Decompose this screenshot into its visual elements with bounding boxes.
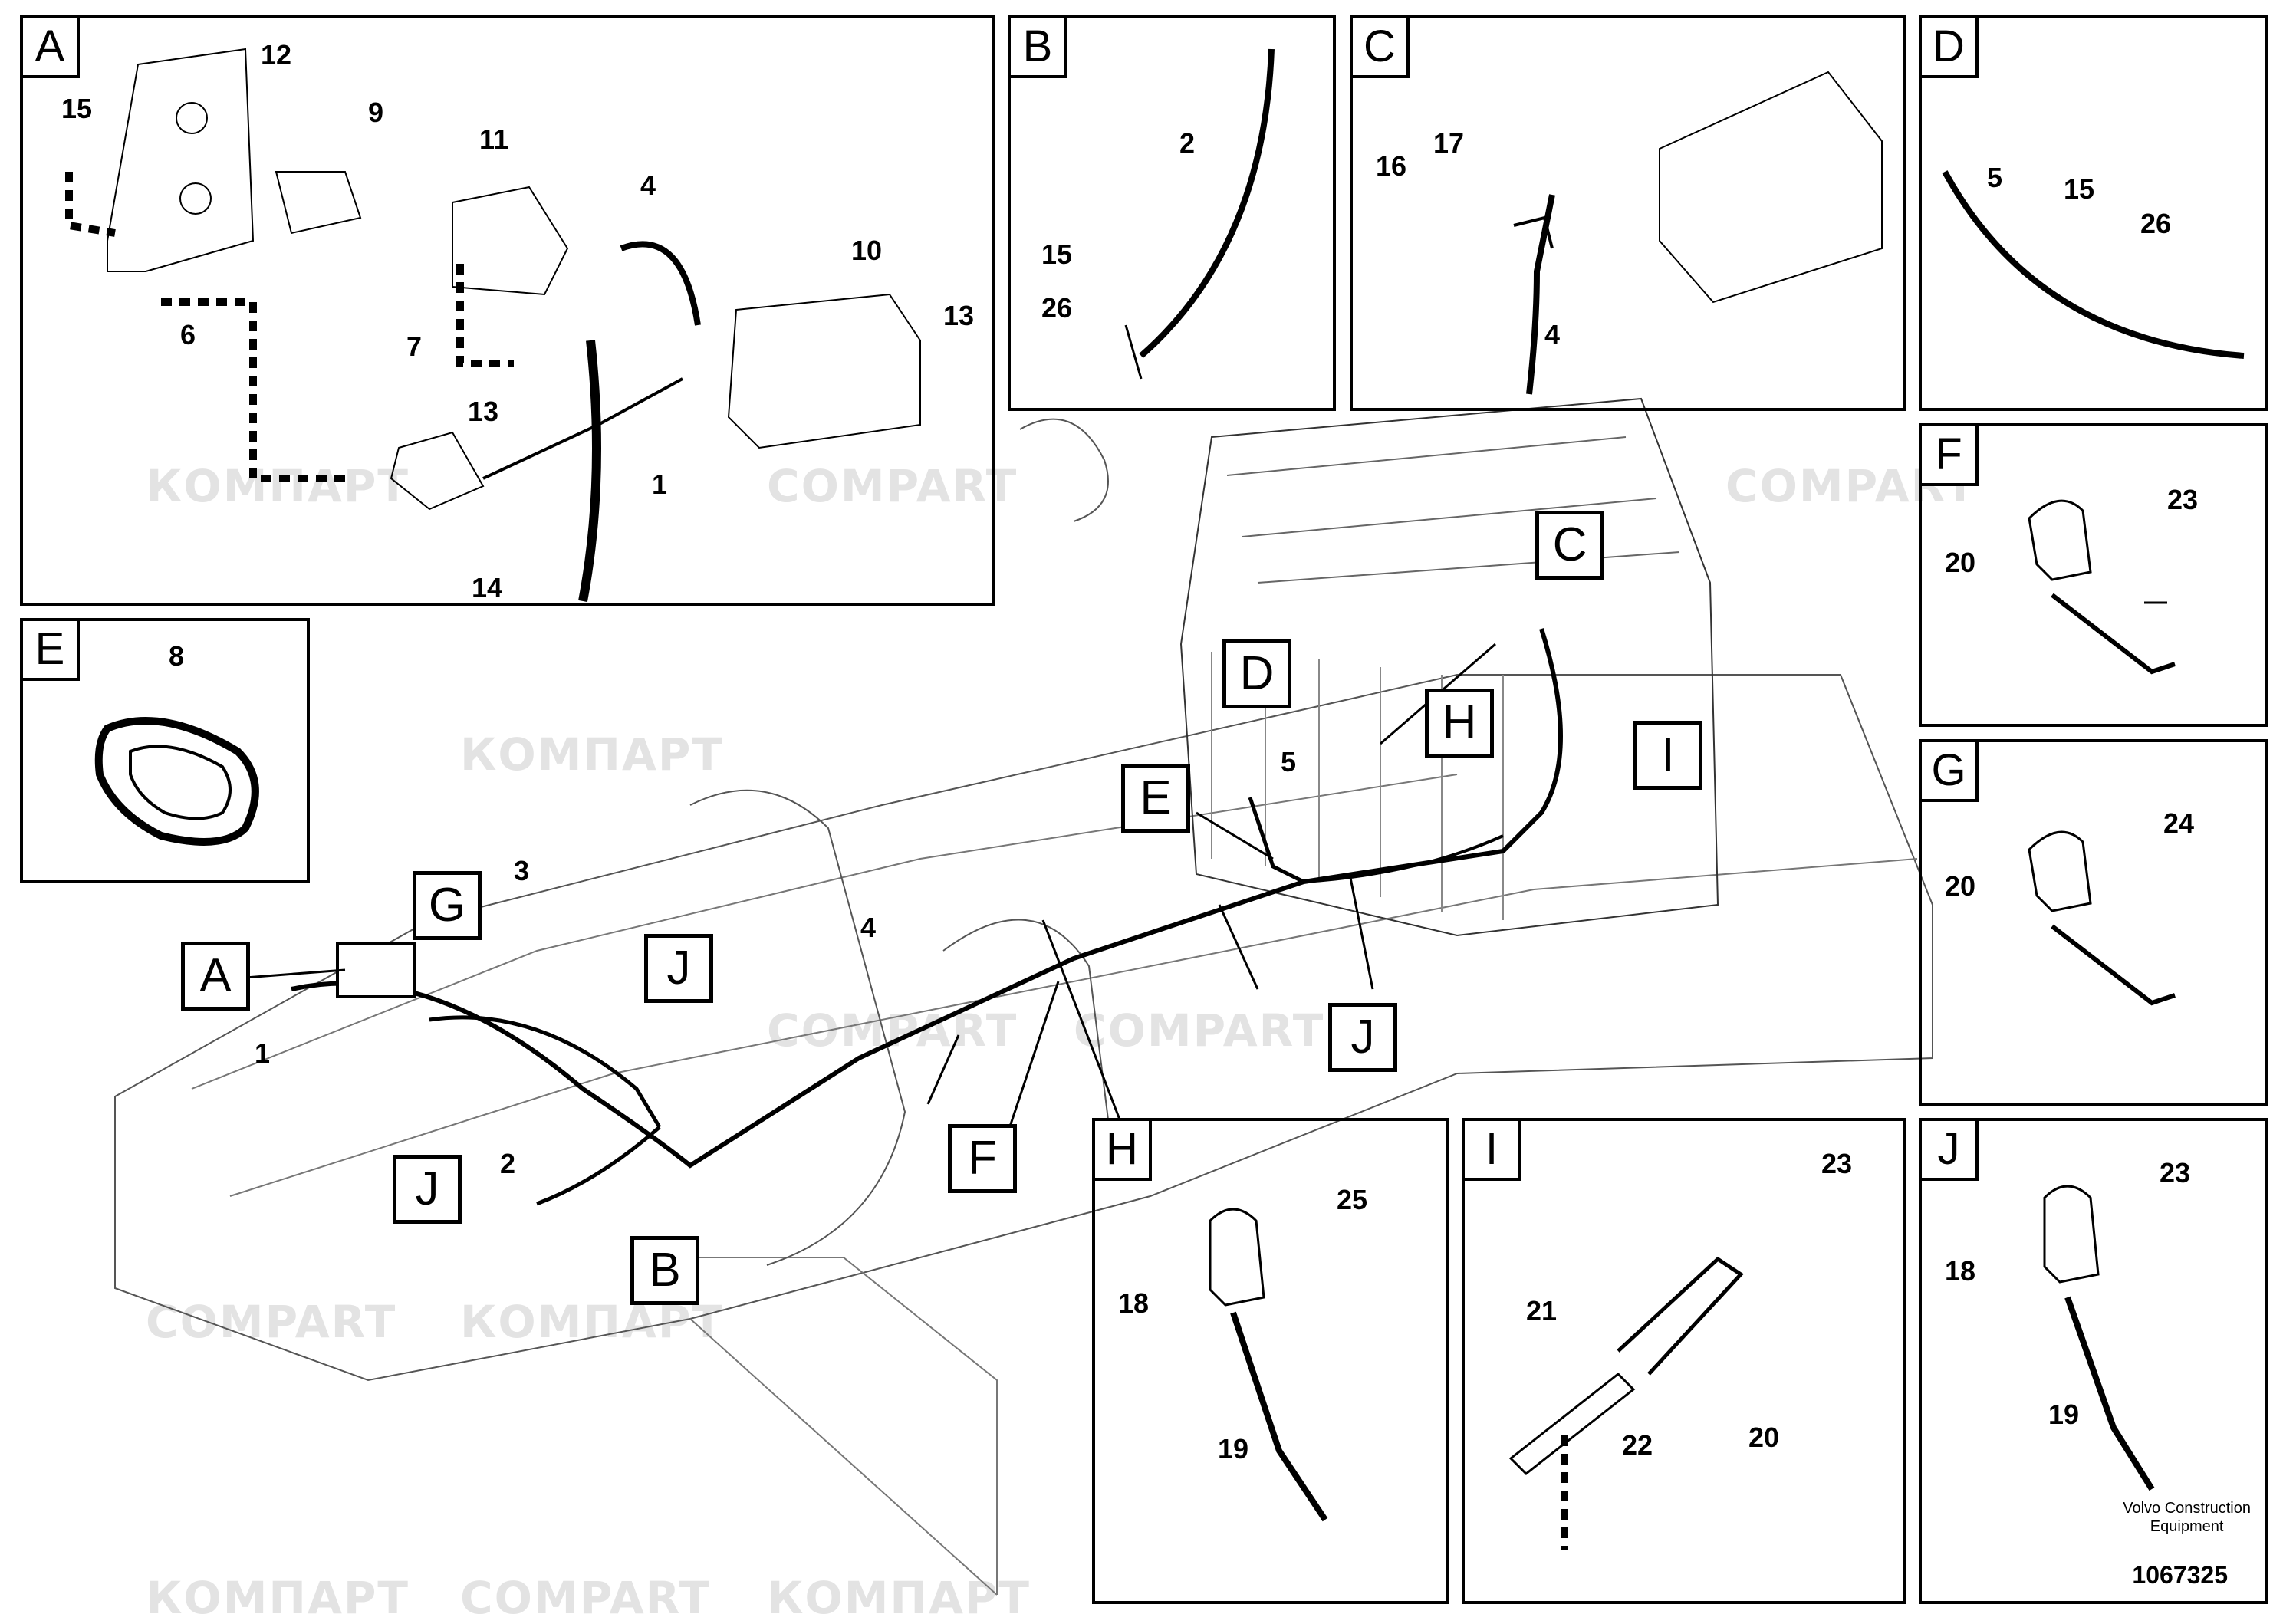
part-number: 4	[860, 912, 877, 943]
callout-d: D	[1222, 639, 1291, 708]
detail-panel-e: E 8	[20, 618, 310, 883]
part-number: 11	[479, 123, 509, 155]
part-number: 5	[1281, 746, 1297, 777]
detail-panel-a: A 15 12 9 11 4 10 13 6 7 13 1 14	[20, 15, 995, 606]
callout-j: J	[644, 934, 713, 1003]
panel-c-drawing	[1513, 71, 1883, 395]
part-number: 4	[640, 169, 656, 201]
panel-tag: F	[1919, 423, 1979, 486]
callout-h: H	[1425, 689, 1494, 758]
detail-panel-i: I 23 21 20 22	[1462, 1118, 1906, 1604]
part-number: 19	[2048, 1399, 2080, 1430]
panel-tag: J	[1919, 1118, 1979, 1181]
part-number: 24	[2163, 807, 2195, 839]
callout-f: F	[948, 1124, 1017, 1193]
part-number: 2	[500, 1148, 516, 1179]
part-number: 7	[406, 330, 423, 362]
part-number: 18	[1945, 1255, 1976, 1287]
part-number: 18	[1118, 1287, 1150, 1319]
part-number: 15	[2064, 173, 2095, 205]
publisher-credit: Volvo Construction Equipment	[2123, 1499, 2251, 1536]
part-number: 22	[1622, 1429, 1653, 1461]
detail-panel-g: G 24 20	[1919, 739, 2268, 1106]
detail-panel-d: D 5 15 26	[1919, 15, 2268, 411]
credit-line: Equipment	[2150, 1518, 2224, 1535]
panel-h-drawing	[1209, 1208, 1328, 1522]
part-number: 5	[1987, 162, 2003, 193]
watermark-text: COMPART	[767, 1004, 1018, 1057]
panel-f-drawing	[2028, 499, 2176, 675]
detail-panel-c: C 16 17 4	[1350, 15, 1906, 411]
part-number: 20	[1945, 547, 1976, 578]
panel-g-drawing	[2028, 830, 2176, 1006]
callout-e: E	[1121, 764, 1190, 833]
part-number: 15	[61, 93, 93, 124]
panel-i-drawing	[1508, 1256, 1744, 1550]
panel-tag: B	[1008, 15, 1067, 78]
panel-tag: A	[20, 15, 80, 78]
part-number: 19	[1218, 1433, 1249, 1465]
panel-tag: C	[1350, 15, 1410, 78]
document-number: 1067325	[2132, 1561, 2228, 1589]
part-number: 16	[1376, 150, 1407, 182]
part-number: 2	[1179, 127, 1196, 159]
watermark-text: COMPART	[767, 460, 1018, 512]
part-number: 3	[514, 855, 530, 886]
panel-tag: E	[20, 618, 80, 681]
part-number: 23	[2167, 484, 2199, 515]
panel-tag: G	[1919, 739, 1979, 802]
part-number: 6	[180, 319, 196, 350]
credit-line: Volvo Construction	[2123, 1500, 2251, 1517]
callout-b: B	[630, 1236, 699, 1305]
part-number: 4	[1544, 319, 1561, 350]
callout-j: J	[1328, 1003, 1397, 1072]
panel-d-drawing	[1942, 170, 2245, 359]
callout-a: A	[181, 942, 250, 1011]
callout-i: I	[1633, 721, 1702, 790]
part-number: 1	[255, 1037, 271, 1069]
detail-panel-h: H 25 18 19	[1092, 1118, 1449, 1604]
part-number: 14	[472, 572, 503, 603]
part-number: 26	[1041, 292, 1073, 324]
part-number: 13	[468, 396, 499, 427]
part-number: 21	[1526, 1295, 1558, 1326]
part-number: 23	[2160, 1157, 2191, 1188]
watermark-text: COMPART	[146, 1296, 397, 1348]
watermark-text: КОМПАРТ	[460, 728, 724, 781]
panel-e-drawing	[94, 717, 259, 846]
panel-b-drawing	[1124, 48, 1275, 380]
watermark-text: COMPART	[1074, 1004, 1325, 1057]
detail-panel-j: J 23 18 19	[1919, 1118, 2268, 1604]
part-number: 8	[169, 640, 185, 672]
part-number: 10	[851, 235, 883, 266]
part-number: 25	[1337, 1184, 1368, 1215]
part-number: 9	[368, 97, 384, 128]
part-number: 15	[1041, 238, 1073, 270]
part-number: 20	[1945, 870, 1976, 902]
part-number: 1	[652, 468, 668, 500]
part-number: 17	[1433, 127, 1465, 159]
callout-j: J	[393, 1155, 462, 1224]
part-number: 23	[1821, 1148, 1853, 1179]
panel-a-drawing	[65, 48, 921, 603]
watermark-text: КОМПАРТ	[146, 460, 410, 512]
part-number: 20	[1748, 1422, 1780, 1453]
panel-tag: I	[1462, 1118, 1521, 1181]
part-number: 12	[261, 39, 292, 71]
detail-panel-f: F 23 20	[1919, 423, 2268, 727]
part-number: 13	[943, 300, 975, 331]
panel-j-drawing	[2043, 1185, 2155, 1491]
detail-panel-b: B 2 15 26	[1008, 15, 1336, 411]
panel-tag: H	[1092, 1118, 1152, 1181]
callout-g: G	[413, 871, 482, 940]
part-number: 26	[2140, 208, 2172, 239]
panel-tag: D	[1919, 15, 1979, 78]
callout-c: C	[1535, 511, 1604, 580]
